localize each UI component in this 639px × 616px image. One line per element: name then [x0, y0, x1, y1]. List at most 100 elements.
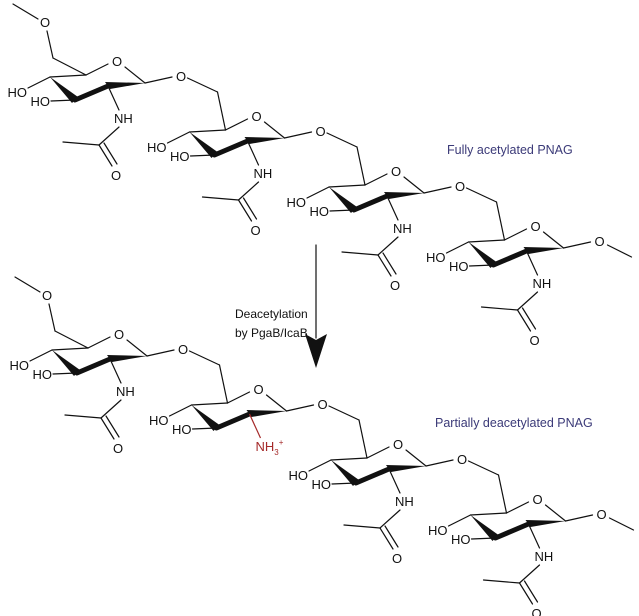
- bond: [124, 66, 146, 84]
- bond: [329, 209, 355, 212]
- hydroxyl-c4: HO: [289, 468, 309, 483]
- bond: [503, 228, 528, 241]
- ring-oxygen: O: [393, 437, 403, 452]
- wedge-bond: [246, 410, 287, 417]
- bond: [469, 512, 508, 516]
- wedge-bond: [468, 242, 497, 268]
- bond: [64, 414, 102, 419]
- bond: [518, 582, 534, 605]
- bond: [386, 195, 399, 221]
- bond: [54, 330, 89, 349]
- bond: [144, 76, 173, 84]
- glycosidic-oxygen: O: [317, 397, 327, 412]
- wedge-bond: [523, 247, 564, 254]
- bond: [482, 579, 521, 584]
- ring-oxygen: O: [112, 54, 122, 69]
- bond: [166, 131, 191, 144]
- hydroxyl-c3: HO: [170, 149, 190, 164]
- hydroxyl-c4: HO: [149, 413, 169, 428]
- bond: [564, 514, 594, 522]
- wedge-bond: [189, 132, 218, 158]
- bond: [29, 349, 53, 362]
- bond: [52, 372, 78, 375]
- bond: [306, 186, 330, 199]
- reaction-arrow-head: [305, 334, 327, 368]
- hydroxyl-c3: HO: [451, 532, 471, 547]
- bond: [188, 129, 227, 133]
- wedge-bond: [107, 355, 147, 362]
- bond: [497, 474, 508, 514]
- wedge-bond: [329, 187, 357, 213]
- hydroxyl-c3: HO: [31, 94, 51, 109]
- amide-nh: NH: [114, 111, 133, 126]
- bold-bond: [491, 248, 529, 268]
- ring-oxygen: O: [253, 382, 263, 397]
- bond: [468, 264, 495, 267]
- bond: [445, 241, 470, 254]
- bold-bond: [493, 521, 531, 541]
- glycosidic-oxygen: O: [457, 452, 467, 467]
- hydroxyl-c3: HO: [33, 367, 53, 382]
- ring-oxygen: O: [530, 219, 540, 234]
- wedge-bond: [525, 520, 566, 527]
- bold-bond: [72, 83, 111, 103]
- bond: [425, 459, 454, 467]
- bond: [516, 291, 539, 311]
- ammonium-group: NH3+: [256, 438, 284, 457]
- c6-oxygen: O: [42, 288, 52, 303]
- bond: [189, 154, 216, 157]
- bond: [544, 504, 567, 522]
- bond: [201, 196, 240, 201]
- methoxy-oxygen: O: [594, 234, 604, 249]
- ammonium-subscript: 3: [274, 448, 279, 457]
- bond: [608, 517, 635, 531]
- hydroxyl-c4: HO: [426, 250, 446, 265]
- bond: [527, 523, 541, 549]
- bond: [98, 144, 113, 167]
- bond: [379, 509, 401, 529]
- bond: [46, 30, 54, 59]
- bond: [525, 250, 539, 276]
- bond: [377, 236, 399, 256]
- wedge-bond: [52, 350, 80, 376]
- bond: [12, 3, 39, 20]
- bond: [285, 404, 315, 412]
- bond: [283, 131, 313, 139]
- amide-nh: NH: [535, 549, 554, 564]
- amide-nh: NH: [533, 276, 552, 291]
- wedge-bond: [386, 465, 426, 472]
- bond: [105, 415, 120, 438]
- ring-oxygen: O: [532, 492, 542, 507]
- amide-nh: NH: [254, 166, 273, 181]
- glycosidic-oxygen: O: [315, 124, 325, 139]
- bond: [465, 187, 498, 203]
- bond: [495, 201, 506, 241]
- bond: [237, 181, 260, 201]
- ring-oxygen: O: [391, 164, 401, 179]
- bond: [87, 336, 111, 349]
- hydroxyl-c4: HO: [287, 195, 307, 210]
- bond: [331, 482, 357, 485]
- bold-bond: [214, 411, 252, 431]
- bond: [98, 126, 120, 146]
- bond: [216, 91, 227, 131]
- glycosidic-oxygen: O: [176, 69, 186, 84]
- carbonyl-oxygen: O: [113, 441, 123, 456]
- top-polymer-label: Fully acetylated PNAG: [447, 143, 573, 157]
- bond: [100, 399, 122, 419]
- bond: [379, 527, 394, 550]
- bond: [191, 427, 218, 430]
- carbonyl-oxygen: O: [529, 333, 539, 348]
- bond: [246, 140, 260, 166]
- bond: [516, 309, 532, 332]
- c6-oxygen: O: [40, 15, 50, 30]
- bond: [107, 85, 120, 111]
- bond: [521, 307, 537, 330]
- bond: [542, 231, 565, 249]
- bond: [168, 404, 193, 417]
